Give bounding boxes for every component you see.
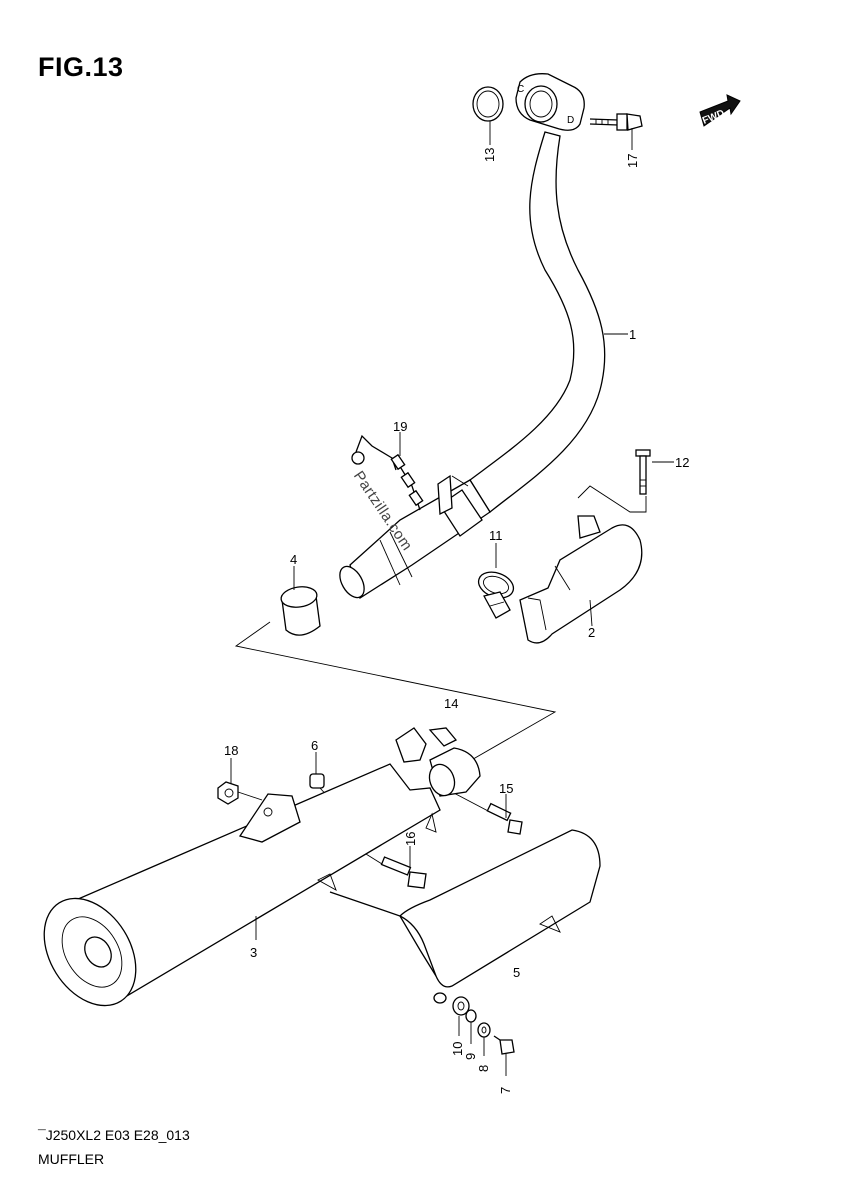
sleeve-part-4 [280,586,321,636]
callout-9[interactable]: 9 [463,1052,478,1060]
bolt-part-17 [589,113,643,131]
bolt-part-7 [493,1035,515,1055]
flange-mark-c: C [517,84,525,95]
exhaust-pipe-part-1 [339,73,606,600]
callout-10[interactable]: 10 [450,1041,465,1056]
callout-13[interactable]: 13 [482,147,497,162]
bolt-part-12 [577,449,651,513]
callout-17[interactable]: 17 [625,153,640,168]
figure-title: FIG.13 [38,52,124,82]
callout-11[interactable]: 11 [489,528,503,543]
diagram-code: ¯J250XL2 E03 E28_013 [38,1127,190,1143]
leader-lines [230,121,674,1076]
diagram-name: MUFFLER [38,1151,105,1167]
flange-mark-d: D [567,115,575,126]
washer-part-8 [477,1022,491,1038]
callout-1[interactable]: 1 [629,327,637,342]
callout-6[interactable]: 6 [311,738,319,753]
collar-part-9 [465,1009,477,1023]
callout-14[interactable]: 14 [444,696,459,711]
washer-part-10 [433,992,470,1016]
callout-3[interactable]: 3 [250,945,258,960]
gasket-part-13 [472,86,504,122]
clamp-part-11 [477,571,515,619]
muffler-part-3 [43,727,481,1007]
fwd-arrow-icon: FWD [699,94,741,127]
callout-18[interactable]: 18 [224,743,239,758]
callout-5[interactable]: 5 [513,965,521,980]
callout-8[interactable]: 8 [476,1064,491,1072]
callout-15[interactable]: 15 [499,781,514,796]
sensor-part-19 [351,434,424,511]
bolt-part-15 [451,791,523,835]
heat-shield-part-2 [519,515,643,644]
callout-4[interactable]: 4 [290,552,298,567]
callout-7[interactable]: 7 [498,1086,513,1094]
callout-2[interactable]: 2 [588,625,596,640]
callout-12[interactable]: 12 [675,455,690,470]
nut-part-18 [217,781,263,805]
callout-19[interactable]: 19 [393,419,408,434]
callout-16[interactable]: 16 [403,831,418,846]
heat-shield-part-5 [317,829,601,988]
